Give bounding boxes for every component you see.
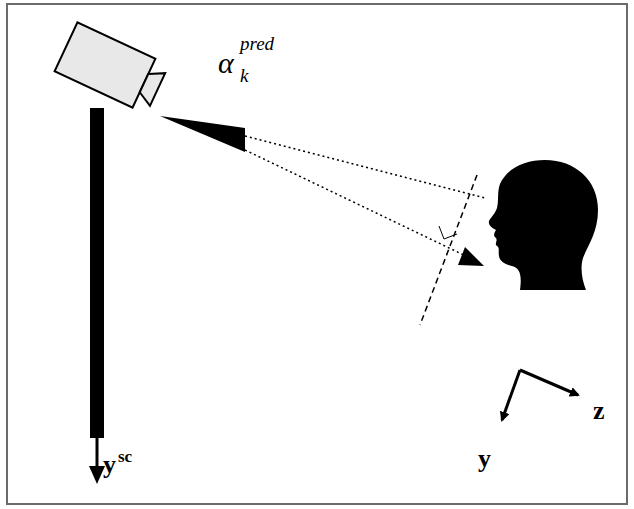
- axis-label: y: [478, 446, 491, 472]
- ray-lower: [245, 150, 470, 258]
- angle-symbol: α: [218, 48, 234, 78]
- axis-superscript: sc: [118, 448, 132, 465]
- angle-subscript: k: [240, 66, 248, 85]
- head-silhouette: [489, 160, 598, 290]
- z-axis: [520, 370, 578, 395]
- angle-superscript: pred: [240, 34, 274, 53]
- ray-upper: [245, 136, 485, 198]
- image-plane: [420, 175, 477, 325]
- frame: [7, 4, 627, 504]
- right-angle-mark: [439, 226, 457, 239]
- ray-arrowhead: [458, 247, 484, 266]
- axis-label: y: [103, 452, 116, 478]
- angle-wedge: [160, 116, 245, 152]
- ysc-arrowhead: [89, 466, 105, 484]
- camera-pole: [90, 108, 104, 438]
- axis-label: z: [593, 398, 605, 424]
- ysc-axis: [96, 436, 99, 470]
- camera: [55, 22, 169, 114]
- y-axis: [502, 370, 520, 420]
